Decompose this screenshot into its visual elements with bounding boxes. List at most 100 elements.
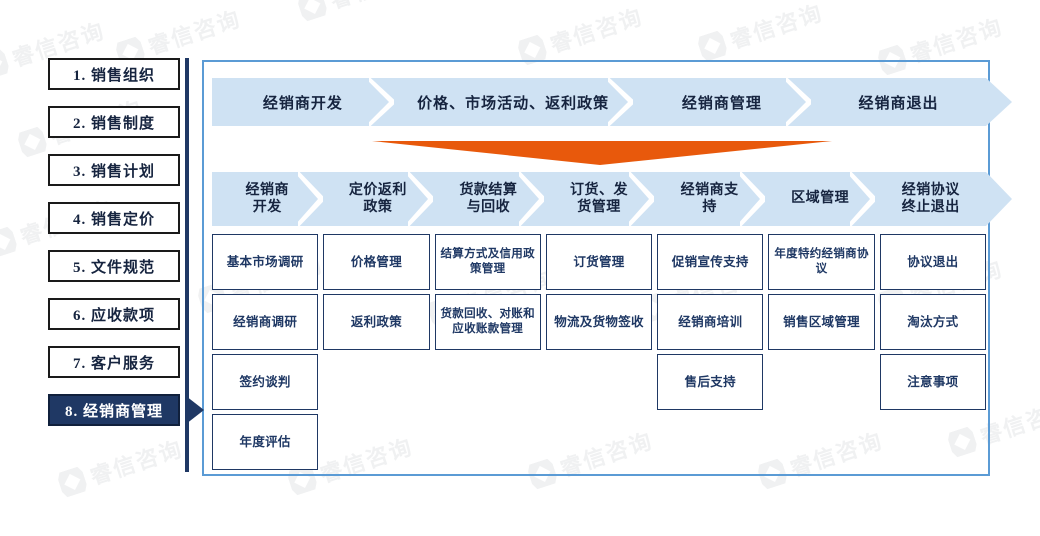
process-box[interactable]: 销售区域管理 xyxy=(768,294,875,350)
watermark: 睿信咨询 xyxy=(295,0,427,25)
sidebar-item-label: 8. 经销商管理 xyxy=(64,403,163,420)
watermark-text: 睿信咨询 xyxy=(145,6,245,61)
chevron-step-5[interactable]: 经销商支 持 xyxy=(654,172,766,226)
process-box[interactable]: 注意事项 xyxy=(879,354,986,410)
grid-cell: 年度特约经销商协议 xyxy=(768,234,875,290)
grid-cell: 注意事项 xyxy=(879,354,986,410)
grid-cell: 结算方式及信用政策管理 xyxy=(434,234,541,290)
grid-cell: 售后支持 xyxy=(657,354,764,410)
grid-cell: 促销宣传支持 xyxy=(657,234,764,290)
chevron-step-7[interactable]: 经销协议 终止退出 xyxy=(875,172,1013,226)
grid-cell: 价格管理 xyxy=(323,234,430,290)
triangle-icon xyxy=(372,141,832,165)
sidebar-item-2[interactable]: 2. 销售制度 xyxy=(48,106,180,138)
sidebar-item-8[interactable]: 8. 经销商管理 xyxy=(48,394,204,426)
grid-cell: 签约谈判 xyxy=(212,354,319,410)
chevron-step-label: 经销商支 持 xyxy=(680,182,739,216)
grid-cell: 销售区域管理 xyxy=(768,294,875,350)
sidebar-item-label: 2. 销售制度 xyxy=(72,115,155,132)
process-box[interactable]: 售后支持 xyxy=(657,354,764,410)
process-box[interactable]: 淘汰方式 xyxy=(879,294,986,350)
chevron-step-1[interactable]: 经销商 开发 xyxy=(212,172,324,226)
process-box[interactable]: 签约谈判 xyxy=(212,354,319,410)
chevron-arrow-icon xyxy=(786,78,813,126)
grid-cell: 订货管理 xyxy=(545,234,653,290)
chevron-step-2[interactable]: 定价返利 政策 xyxy=(322,172,435,226)
process-box[interactable]: 年度特约经销商协议 xyxy=(768,234,875,290)
chevron-step-label: 订货、发 货管理 xyxy=(570,182,629,216)
sidebar-item-6[interactable]: 6. 应收款项 xyxy=(48,298,180,330)
grid-cell: 淘汰方式 xyxy=(879,294,986,350)
watermark: 睿信咨询 xyxy=(695,0,827,65)
process-box[interactable]: 价格管理 xyxy=(323,234,430,290)
chevron-arrow-icon xyxy=(629,172,656,226)
chevron-arrow-icon xyxy=(739,172,766,226)
process-box[interactable]: 经销商调研 xyxy=(212,294,319,350)
grid-cell: 经销商调研 xyxy=(212,294,319,350)
process-box[interactable]: 结算方式及信用政策管理 xyxy=(434,234,541,290)
watermark-text: 睿信咨询 xyxy=(325,0,426,15)
process-box-grid: 基本市场调研价格管理结算方式及信用政策管理订货管理促销宣传支持年度特约经销商协议… xyxy=(212,234,986,470)
chevron-step-label: 定价返利 政策 xyxy=(348,182,407,216)
process-box[interactable]: 返利政策 xyxy=(323,294,430,350)
grid-cell: 返利政策 xyxy=(323,294,430,350)
sidebar-item-1[interactable]: 1. 销售组织 xyxy=(48,58,180,90)
process-box[interactable]: 促销宣传支持 xyxy=(657,234,764,290)
process-box[interactable]: 协议退出 xyxy=(879,234,986,290)
grid-cell: 基本市场调研 xyxy=(212,234,319,290)
chevron-step-6[interactable]: 区域管理 xyxy=(764,172,877,226)
sidebar-item-5[interactable]: 5. 文件规范 xyxy=(48,250,180,282)
grid-cell: 经销商培训 xyxy=(657,294,764,350)
process-box[interactable]: 订货管理 xyxy=(545,234,653,290)
chevron-step-4[interactable]: 订货、发 货管理 xyxy=(543,172,656,226)
grid-cell: 协议退出 xyxy=(879,234,986,290)
process-box[interactable]: 货款回收、对账和应收账款管理 xyxy=(434,294,541,350)
logo-mark-icon xyxy=(56,466,89,499)
chevron-step-3[interactable]: 经销商管理 xyxy=(632,78,813,126)
chevron-arrow-icon xyxy=(408,172,435,226)
chevron-arrow-icon xyxy=(607,78,634,126)
chevron-step-label: 价格、市场活动、返利政策 xyxy=(417,95,610,112)
logo-mark-icon xyxy=(296,0,329,22)
top-flow-chevrons: 经销商开发 价格、市场活动、返利政策 经销商管理 经销商退出 xyxy=(212,78,1012,126)
chevron-arrow-icon xyxy=(850,172,877,226)
process-box[interactable]: 基本市场调研 xyxy=(212,234,319,290)
logo-mark-icon xyxy=(16,126,49,159)
chevron-arrow-icon xyxy=(297,172,324,226)
watermark: 睿信咨询 xyxy=(515,0,647,69)
chevron-arrow-icon xyxy=(518,172,545,226)
chevron-step-label: 经销商开发 xyxy=(262,95,343,112)
chevron-step-label: 货款结算 与回收 xyxy=(459,182,518,216)
sub-flow-chevrons: 经销商 开发 定价返利 政策 货款结算 与回收 订货、发 货管理 经销商支 持 区域管理 经… xyxy=(212,172,1013,226)
process-box[interactable]: 年度评估 xyxy=(212,414,319,470)
sidebar-item-4[interactable]: 4. 销售定价 xyxy=(48,202,180,234)
sidebar: 1. 销售组织 2. 销售制度 3. 销售计划 4. 销售定价 5. 文件规范 6. 应收… xyxy=(48,58,204,442)
logo-mark-icon xyxy=(0,48,11,81)
chevron-step-label: 经销商 开发 xyxy=(245,182,290,216)
logo-mark-icon xyxy=(0,226,19,259)
chevron-step-label: 经销商管理 xyxy=(681,95,762,112)
chevron-step-label: 经销协议 终止退出 xyxy=(901,182,960,216)
process-box[interactable]: 物流及货物签收 xyxy=(545,294,653,350)
sidebar-item-7[interactable]: 7. 客户服务 xyxy=(48,346,180,378)
chevron-step-4[interactable]: 经销商退出 xyxy=(811,78,1012,126)
process-box[interactable]: 经销商培训 xyxy=(657,294,764,350)
logo-mark-icon xyxy=(696,30,729,63)
grid-cell: 货款回收、对账和应收账款管理 xyxy=(434,294,541,350)
watermark-text: 睿信咨询 xyxy=(547,4,647,59)
sidebar-item-3[interactable]: 3. 销售计划 xyxy=(48,154,180,186)
chevron-step-1[interactable]: 经销商开发 xyxy=(212,78,395,126)
grid-cell: 年度评估 xyxy=(212,414,319,470)
orange-connector-triangle xyxy=(372,141,832,165)
sidebar-item-label: 4. 销售定价 xyxy=(72,211,155,228)
sidebar-item-label: 1. 销售组织 xyxy=(72,67,155,84)
chevron-step-3[interactable]: 货款结算 与回收 xyxy=(433,172,545,226)
sidebar-item-label: 7. 客户服务 xyxy=(72,355,155,372)
selection-arrow-icon xyxy=(186,396,204,424)
chevron-step-label: 区域管理 xyxy=(791,191,850,207)
watermark-text: 睿信咨询 xyxy=(727,0,827,55)
sidebar-item-label: 5. 文件规范 xyxy=(72,259,155,276)
grid-cell: 物流及货物签收 xyxy=(545,294,653,350)
chevron-step-2[interactable]: 价格、市场活动、返利政策 xyxy=(393,78,634,126)
chevron-arrow-icon xyxy=(368,78,395,126)
